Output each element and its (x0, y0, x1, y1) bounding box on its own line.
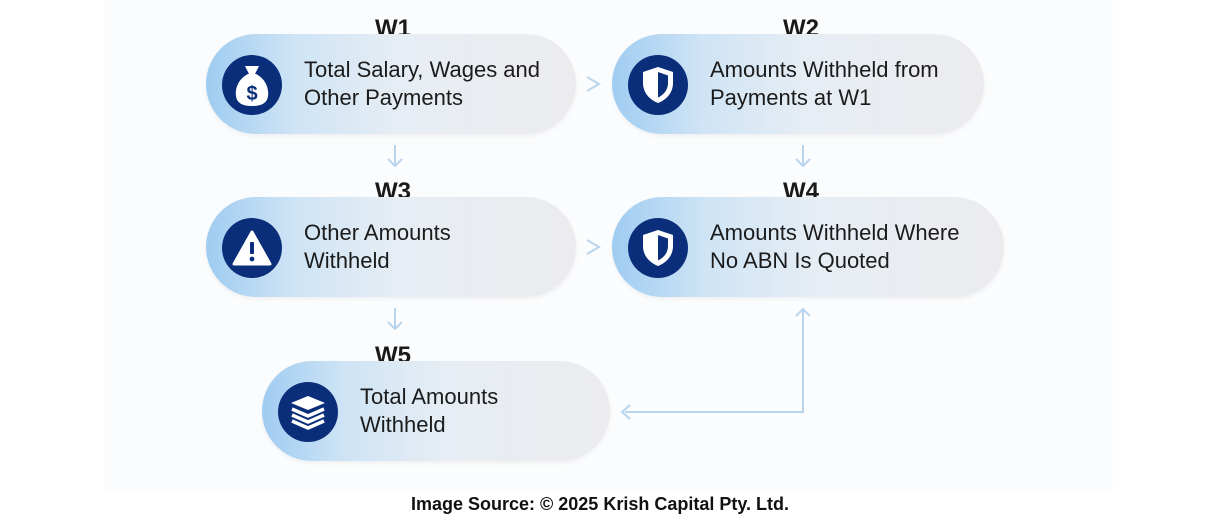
shield-icon (628, 218, 688, 278)
node-label-w3: Other Amounts Withheld (304, 219, 451, 275)
node-w1: $ Total Salary, Wages and Other Payments (206, 34, 576, 134)
node-label-line: No ABN Is Quoted (710, 248, 890, 273)
node-label-w1: Total Salary, Wages and Other Payments (304, 56, 540, 112)
arrow-w3-w5 (387, 308, 403, 331)
node-label-line: Other Payments (304, 85, 463, 110)
node-label-line: Total Amounts (360, 384, 499, 409)
node-w2: Amounts Withheld from Payments at W1 (612, 34, 984, 134)
arrow-w1-w3 (387, 145, 403, 168)
node-label-w2: Amounts Withheld from Payments at W1 (710, 56, 939, 112)
node-label-w4: Amounts Withheld Where No ABN Is Quoted (710, 219, 959, 275)
arrow-w3-w4 (586, 239, 601, 255)
image-source-caption: Image Source: © 2025 Krish Capital Pty. … (410, 494, 790, 514)
node-w5: Total Amounts Withheld (262, 361, 610, 461)
arrow-w2-w4 (795, 145, 811, 168)
node-label-w5: Total Amounts Withheld (360, 383, 498, 439)
node-label-line: Other Amounts (304, 220, 451, 245)
node-w4: Amounts Withheld Where No ABN Is Quoted (612, 197, 1004, 297)
layers-icon (278, 382, 338, 442)
warning-icon (222, 218, 282, 278)
svg-text:$: $ (246, 83, 257, 105)
node-label-line: Payments at W1 (710, 85, 872, 110)
arrow-w1-w2 (586, 76, 601, 92)
node-w3: Other Amounts Withheld (206, 197, 576, 297)
shield-icon (628, 55, 688, 115)
node-label-line: Withheld (360, 412, 446, 437)
node-label-line: Amounts Withheld Where (710, 220, 960, 245)
node-label-line: Withheld (304, 248, 390, 273)
money-bag-icon: $ (222, 55, 282, 115)
arrow-w5-w4 (625, 307, 811, 413)
node-label-line: Amounts Withheld from (710, 57, 939, 82)
arrow-to-w5 (620, 404, 631, 420)
node-label-line: Total Salary, Wages and (304, 57, 541, 82)
